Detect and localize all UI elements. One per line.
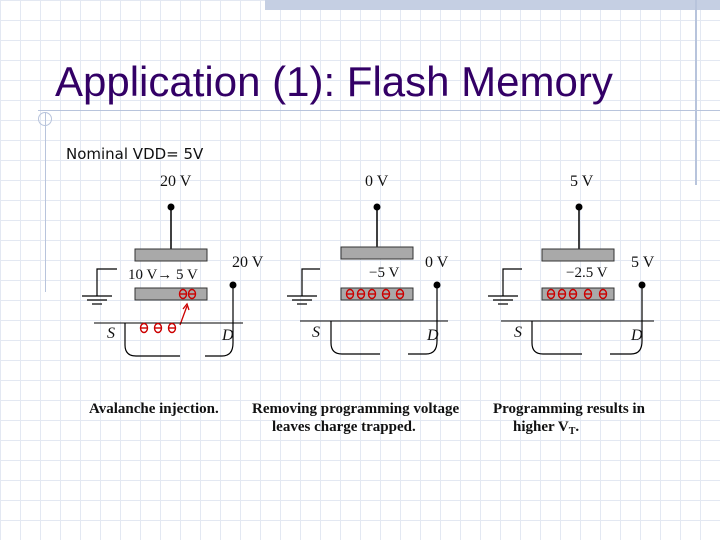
- gate-voltage-label: 5 V: [570, 173, 594, 190]
- drain-voltage-label: 5 V: [631, 254, 655, 271]
- deco-top-bar: [265, 0, 720, 10]
- substrate-lead: [301, 268, 320, 296]
- channel-electrons: [139, 322, 177, 334]
- floating-gate-voltage-label: −5 V: [369, 265, 399, 281]
- source-region: [330, 321, 380, 355]
- caption-programming-line-1: Programming results in: [493, 401, 646, 417]
- drain-label: D: [221, 327, 234, 344]
- trapped-electrons: [345, 288, 405, 300]
- source-label: S: [312, 324, 320, 341]
- caption-programming-text: higher V: [513, 419, 569, 435]
- panel-avalanche-injection: 20 V 10 V→ 5 V S 20 V D: [82, 173, 264, 357]
- injection-arrow: [179, 305, 188, 326]
- slide-subtitle: Nominal VDD= 5V: [66, 145, 204, 163]
- caption-removing-line-2: leaves charge trapped.: [272, 419, 416, 435]
- drain-label: D: [630, 327, 643, 344]
- drain-region: [205, 285, 234, 357]
- gate-voltage-label: 0 V: [365, 173, 389, 190]
- caption-programming-subscript: T: [569, 426, 576, 437]
- injection-arrowhead: [182, 302, 190, 311]
- floating-gate-voltage-label: −2.5 V: [566, 265, 608, 281]
- control-gate: [340, 246, 414, 260]
- control-gate: [541, 248, 615, 262]
- drain-voltage-label: 0 V: [425, 254, 449, 271]
- drain-label: D: [426, 327, 439, 344]
- substrate-lead: [502, 268, 522, 296]
- caption-programming-line-2: higher VT.: [513, 419, 579, 437]
- drain-region: [408, 285, 438, 355]
- control-gate: [134, 248, 208, 262]
- trapped-electrons: [178, 288, 197, 300]
- drain-voltage-label: 20 V: [232, 254, 264, 271]
- caption-programming-suffix: .: [575, 419, 579, 435]
- deco-circle: [38, 112, 52, 126]
- floating-gate-voltage-label: 10 V→ 5 V: [128, 267, 198, 283]
- source-label: S: [514, 324, 522, 341]
- drain-region: [610, 285, 643, 355]
- source-region: [124, 323, 180, 357]
- panel-charge-trapped: 0 V −5 V S 0 V D: [287, 173, 449, 355]
- deco-right-line: [695, 0, 697, 185]
- deco-divider-line: [38, 110, 720, 111]
- trapped-electrons: [546, 288, 608, 300]
- gate-voltage-label: 20 V: [160, 173, 192, 190]
- substrate-lead: [96, 268, 117, 296]
- source-label: S: [107, 325, 115, 342]
- caption-avalanche: Avalanche injection.: [89, 401, 219, 417]
- panel-higher-threshold: 5 V −2.5 V S 5 V D: [488, 173, 655, 355]
- deco-left-line: [45, 112, 46, 292]
- source-region: [531, 321, 582, 355]
- slide-title: Application (1): Flash Memory: [55, 58, 613, 105]
- caption-removing-line-1: Removing programming voltage: [252, 401, 460, 417]
